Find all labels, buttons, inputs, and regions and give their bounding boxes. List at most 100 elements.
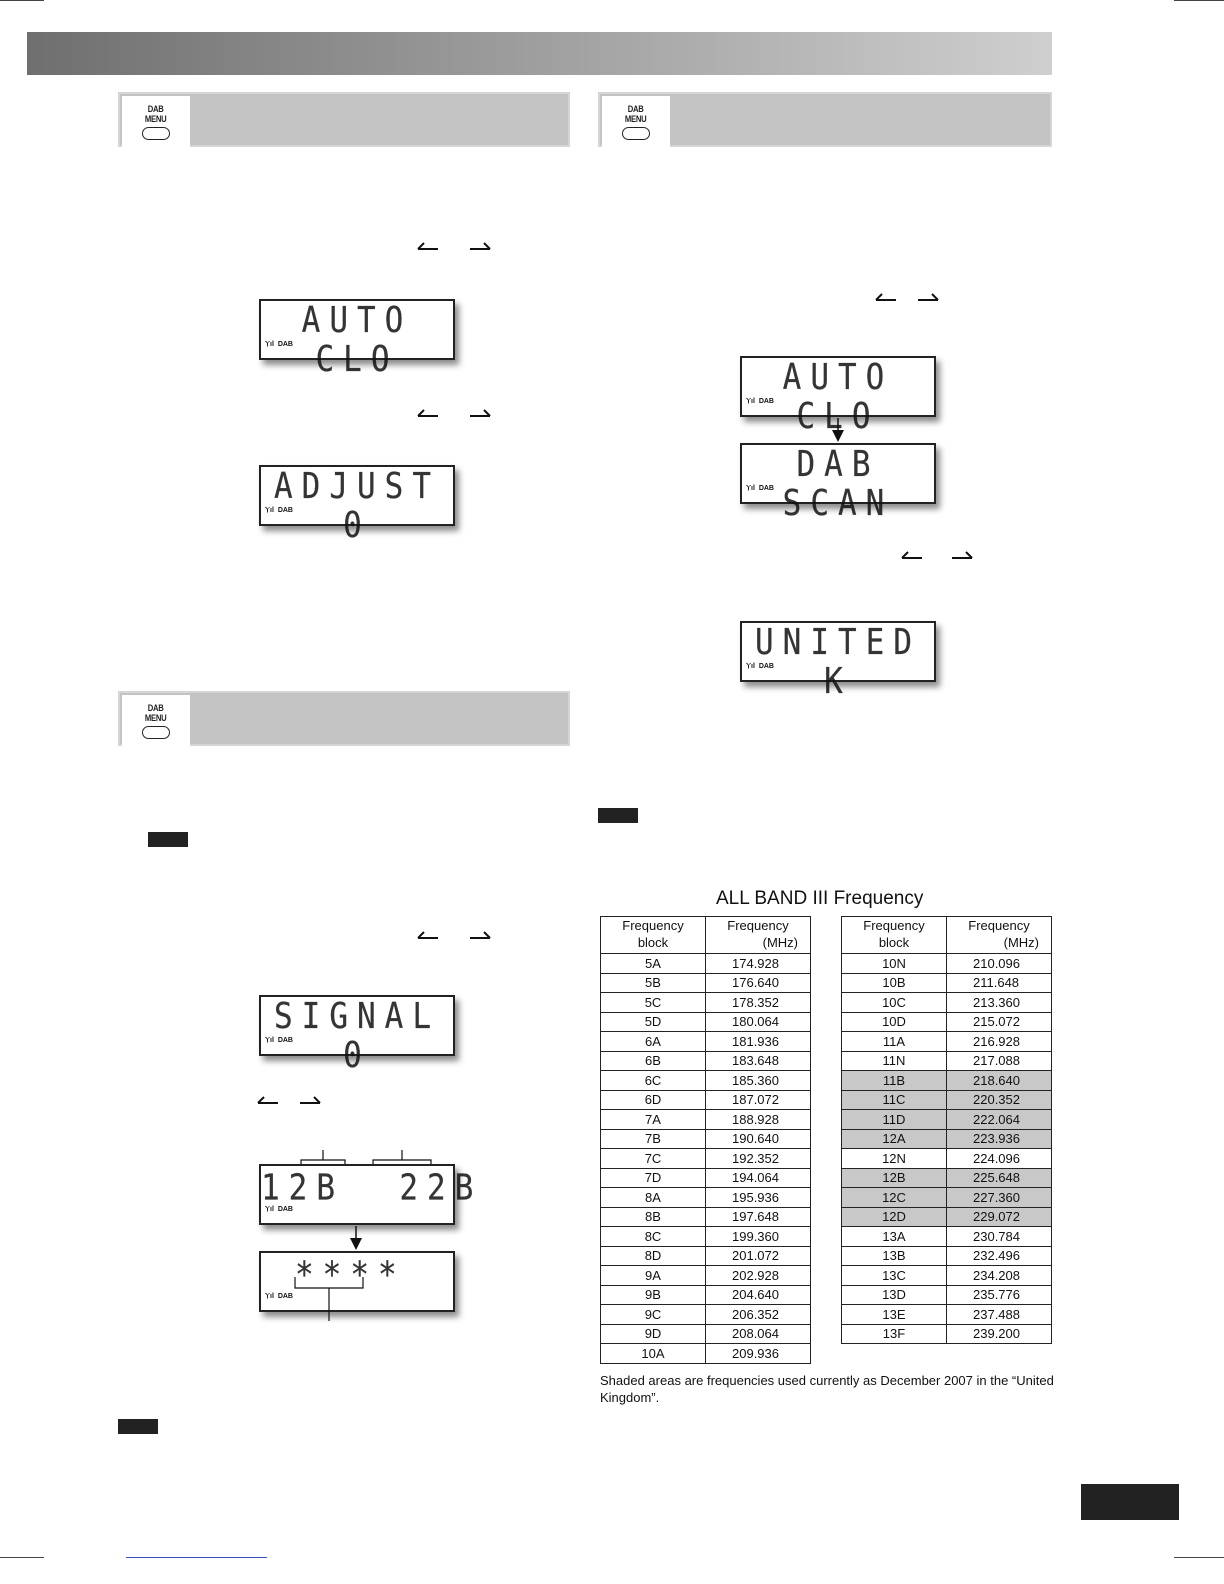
frequency-mhz-cell: 176.640 xyxy=(705,972,811,993)
right-arrow-icon xyxy=(468,241,492,251)
frequency-block-cell: 9A xyxy=(600,1265,706,1286)
right-arrow-icon xyxy=(468,930,492,940)
frequency-block-cell: 7D xyxy=(600,1167,706,1188)
frequency-block-cell: 13A xyxy=(841,1226,947,1247)
frequency-mhz-cell: 217.088 xyxy=(946,1050,1052,1071)
dab-indicator: Ⲩıl DAB xyxy=(746,485,774,492)
frequency-block-cell: 5B xyxy=(600,972,706,993)
dab-indicator: Ⲩıl DAB xyxy=(265,1293,293,1300)
frequency-mhz-cell: 206.352 xyxy=(705,1304,811,1325)
frequency-block-cell: 9C xyxy=(600,1304,706,1325)
frequency-mhz-cell: 210.096 xyxy=(946,953,1052,974)
down-arrow-icon xyxy=(350,1226,362,1250)
dab-indicator: Ⲩıl DAB xyxy=(265,507,293,514)
frequency-mhz-cell: 237.488 xyxy=(946,1304,1052,1325)
lcd-text: AUTO CLO xyxy=(782,356,894,438)
dab-indicator: Ⲩıl DAB xyxy=(265,1037,293,1044)
frequency-mhz-cell: 192.352 xyxy=(705,1148,811,1169)
lcd-display: SIGNAL 0 Ⲩıl DAB xyxy=(259,995,455,1075)
table-title: ALL BAND III Frequency xyxy=(716,888,924,909)
right-arrow-icon xyxy=(298,1095,322,1105)
frequency-block-cell: 13C xyxy=(841,1265,947,1286)
lcd-text: ADJUST 0 xyxy=(274,465,440,547)
header-frequency-mhz: Frequency(MHz) xyxy=(946,916,1052,954)
lcd-text: DAB SCAN xyxy=(782,443,894,525)
left-arrow-icon xyxy=(416,241,440,251)
lcd-display: UNITED K Ⲩıl DAB xyxy=(740,621,936,701)
dab-indicator: Ⲩıl DAB xyxy=(265,1206,293,1213)
frequency-block-cell: 11C xyxy=(841,1089,947,1110)
lcd-display: ADJUST 0 Ⲩıl DAB xyxy=(259,465,455,545)
left-arrow-icon xyxy=(416,930,440,940)
frequency-block-cell: 7C xyxy=(600,1148,706,1169)
frequency-block-cell: 10D xyxy=(841,1011,947,1032)
frequency-block-cell: 9D xyxy=(600,1323,706,1344)
frequency-mhz-cell: 215.072 xyxy=(946,1011,1052,1032)
frequency-block-cell: 6D xyxy=(600,1089,706,1110)
frequency-block-cell: 12C xyxy=(841,1187,947,1208)
crop-mark xyxy=(1174,1557,1224,1558)
frequency-block-cell: 8A xyxy=(600,1187,706,1208)
frequency-mhz-cell: 225.648 xyxy=(946,1167,1052,1188)
lcd-display: AUTO CLO Ⲩıl DAB xyxy=(740,356,936,436)
frequency-mhz-cell: 180.064 xyxy=(705,1011,811,1032)
frequency-mhz-cell: 222.064 xyxy=(946,1109,1052,1130)
footer-link-line xyxy=(126,1557,267,1558)
left-arrow-icon xyxy=(900,550,924,560)
frequency-mhz-cell: 209.936 xyxy=(705,1343,811,1364)
frequency-mhz-cell: 218.640 xyxy=(946,1070,1052,1091)
right-arrow-icon xyxy=(468,408,492,418)
left-arrow-icon xyxy=(256,1095,280,1105)
crop-mark xyxy=(0,1557,44,1558)
frequency-block-cell: 8D xyxy=(600,1245,706,1266)
frequency-block-cell: 8C xyxy=(600,1226,706,1247)
frequency-block-cell: 9B xyxy=(600,1284,706,1305)
frequency-mhz-cell: 208.064 xyxy=(705,1323,811,1344)
button-oval-icon xyxy=(142,126,170,140)
page-number-tab xyxy=(1081,1484,1179,1520)
frequency-mhz-cell: 197.648 xyxy=(705,1206,811,1227)
crop-mark xyxy=(1174,0,1224,1)
left-arrow-icon xyxy=(416,408,440,418)
frequency-block-cell: 10N xyxy=(841,953,947,974)
frequency-block-cell: 11D xyxy=(841,1109,947,1130)
frequency-mhz-cell: 213.360 xyxy=(946,992,1052,1013)
frequency-mhz-cell: 185.360 xyxy=(705,1070,811,1091)
lcd-display: DAB SCAN Ⲩıl DAB xyxy=(740,443,936,523)
frequency-mhz-cell: 204.640 xyxy=(705,1284,811,1305)
frequency-mhz-cell: 183.648 xyxy=(705,1050,811,1071)
frequency-block-cell: 6B xyxy=(600,1050,706,1071)
lcd-display: 12B 22B Ⲩıl DAB xyxy=(259,1164,473,1225)
header-frequency-block: Frequency block xyxy=(841,916,947,954)
frequency-block-cell: 5D xyxy=(600,1011,706,1032)
lcd-text: AUTO CLO xyxy=(301,299,413,381)
frequency-block-cell: 7B xyxy=(600,1128,706,1149)
right-arrow-icon xyxy=(916,292,940,302)
frequency-mhz-cell: 230.784 xyxy=(946,1226,1052,1247)
right-arrow-icon xyxy=(950,550,974,560)
frequency-block-cell: 11A xyxy=(841,1031,947,1052)
button-oval-icon xyxy=(142,725,170,739)
frequency-mhz-cell: 199.360 xyxy=(705,1226,811,1247)
